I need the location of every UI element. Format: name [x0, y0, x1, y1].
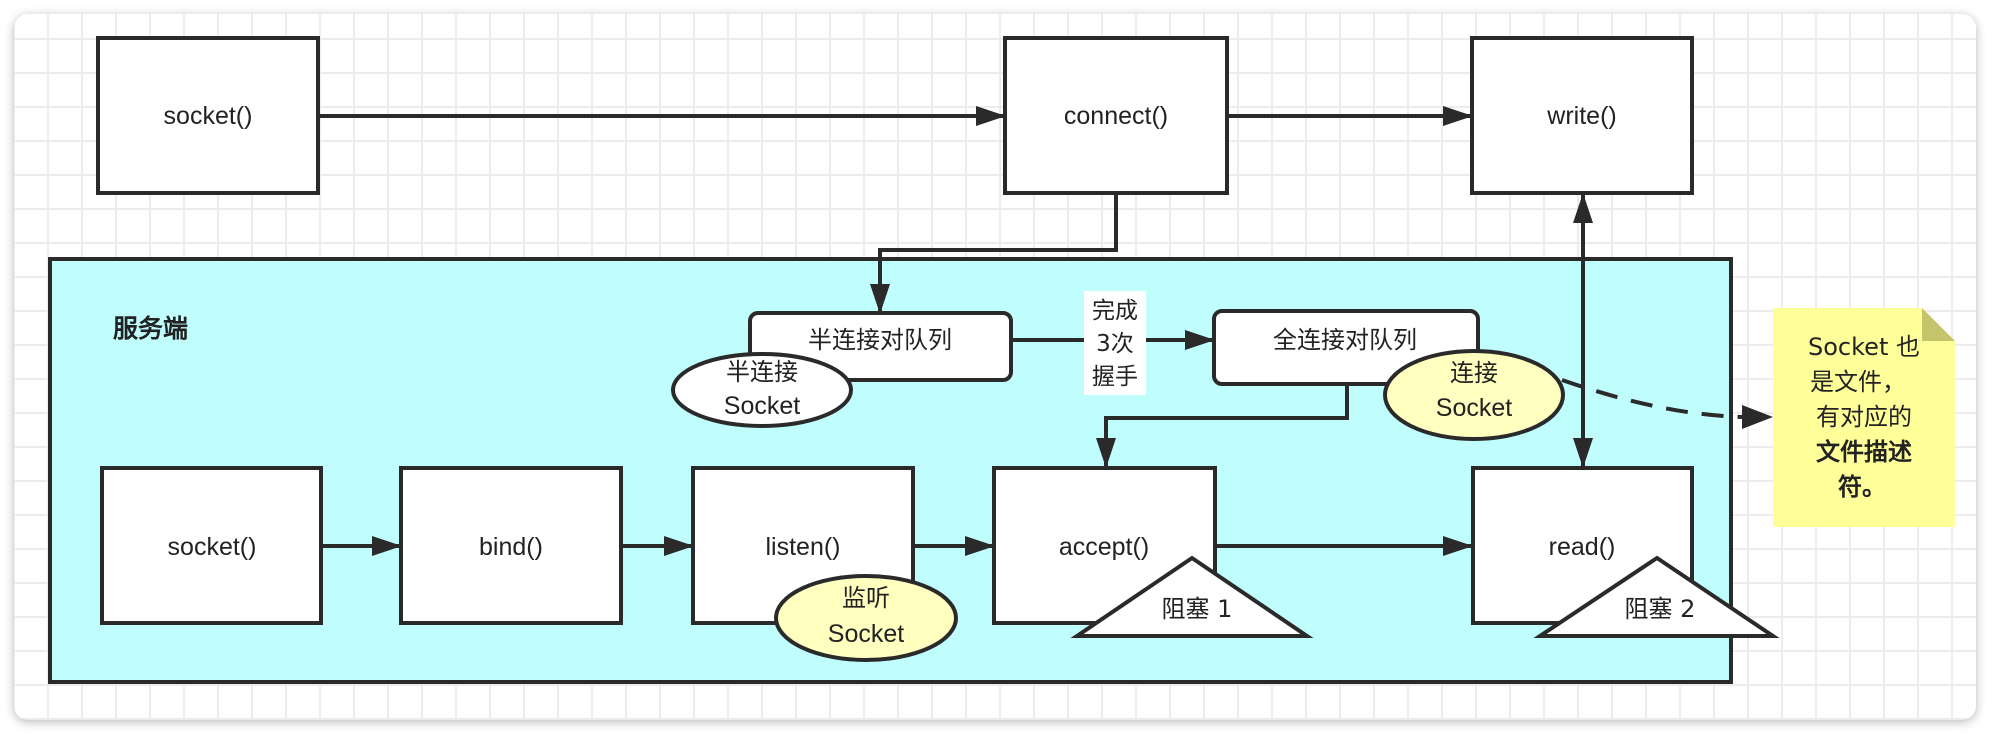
half-socket-line2: Socket [724, 392, 800, 420]
node-client-connect[interactable]: connect() [1003, 36, 1229, 195]
note-arrowhead [1742, 405, 1773, 429]
block-2-triangle: 阻塞 2 [1533, 555, 1780, 638]
edge-connect-halfqueue [870, 193, 1118, 314]
note-fold [1922, 308, 1955, 341]
note-line-5: 符。 [1838, 473, 1886, 501]
node-client-socket[interactable]: socket() [96, 36, 320, 195]
conn-socket-line1: 连接 [1450, 359, 1498, 387]
listen-socket-line2: Socket [828, 620, 904, 648]
listen-socket-line1: 监听 [842, 584, 890, 612]
conn-socket-line2: Socket [1436, 394, 1512, 422]
node-server-bind[interactable]: bind() [399, 466, 623, 625]
listening-socket[interactable]: 监听 Socket [774, 574, 958, 662]
node-half-queue-label: 半连接对队列 [808, 326, 952, 354]
node-server-bind-label: bind() [479, 533, 543, 561]
note-line-4: 文件描述 [1816, 438, 1912, 466]
handshake-label-3: 握手 [1092, 364, 1138, 390]
node-server-accept-label: accept() [1059, 533, 1149, 561]
node-client-socket-label: socket() [164, 102, 253, 130]
block-1-triangle: 阻塞 1 [1070, 555, 1314, 638]
diagram-svg: 服务端 完成 3次 握手 socket() connect() write() … [48, 36, 1955, 684]
handshake-label-bg [1084, 291, 1146, 395]
node-server-socket[interactable]: socket() [100, 466, 323, 625]
note-line-1: Socket 也 [1808, 333, 1920, 361]
node-client-write[interactable]: write() [1470, 36, 1694, 195]
edge-fullqueue-accept [1096, 384, 1349, 468]
node-client-write-label: write() [1546, 102, 1616, 130]
node-server-listen-label: listen() [765, 533, 840, 561]
block-1-label: 阻塞 1 [1162, 595, 1233, 623]
handshake-label-1: 完成 [1092, 298, 1138, 324]
node-server-socket-label: socket() [168, 533, 257, 561]
block-2-label: 阻塞 2 [1625, 595, 1696, 623]
note-line-3: 有对应的 [1816, 403, 1912, 431]
diagram-canvas: 服务端 完成 3次 握手 socket() connect() write() … [14, 14, 1976, 720]
sticky-note[interactable]: Socket 也 是文件， 有对应的 文件描述 符。 [1773, 308, 1955, 527]
half-socket-line1: 半连接 [726, 358, 798, 386]
node-server-read-label: read() [1549, 533, 1616, 561]
server-label: 服务端 [113, 314, 188, 343]
node-full-queue-label: 全连接对队列 [1273, 326, 1417, 354]
handshake-label-2: 3次 [1096, 331, 1134, 357]
note-line-2: 是文件， [1810, 368, 1906, 396]
connection-socket[interactable]: 连接 Socket [1383, 349, 1565, 441]
half-connection-socket[interactable]: 半连接 Socket [671, 352, 853, 428]
node-client-connect-label: connect() [1064, 102, 1168, 130]
edge-connsocket-note [1561, 378, 1743, 419]
